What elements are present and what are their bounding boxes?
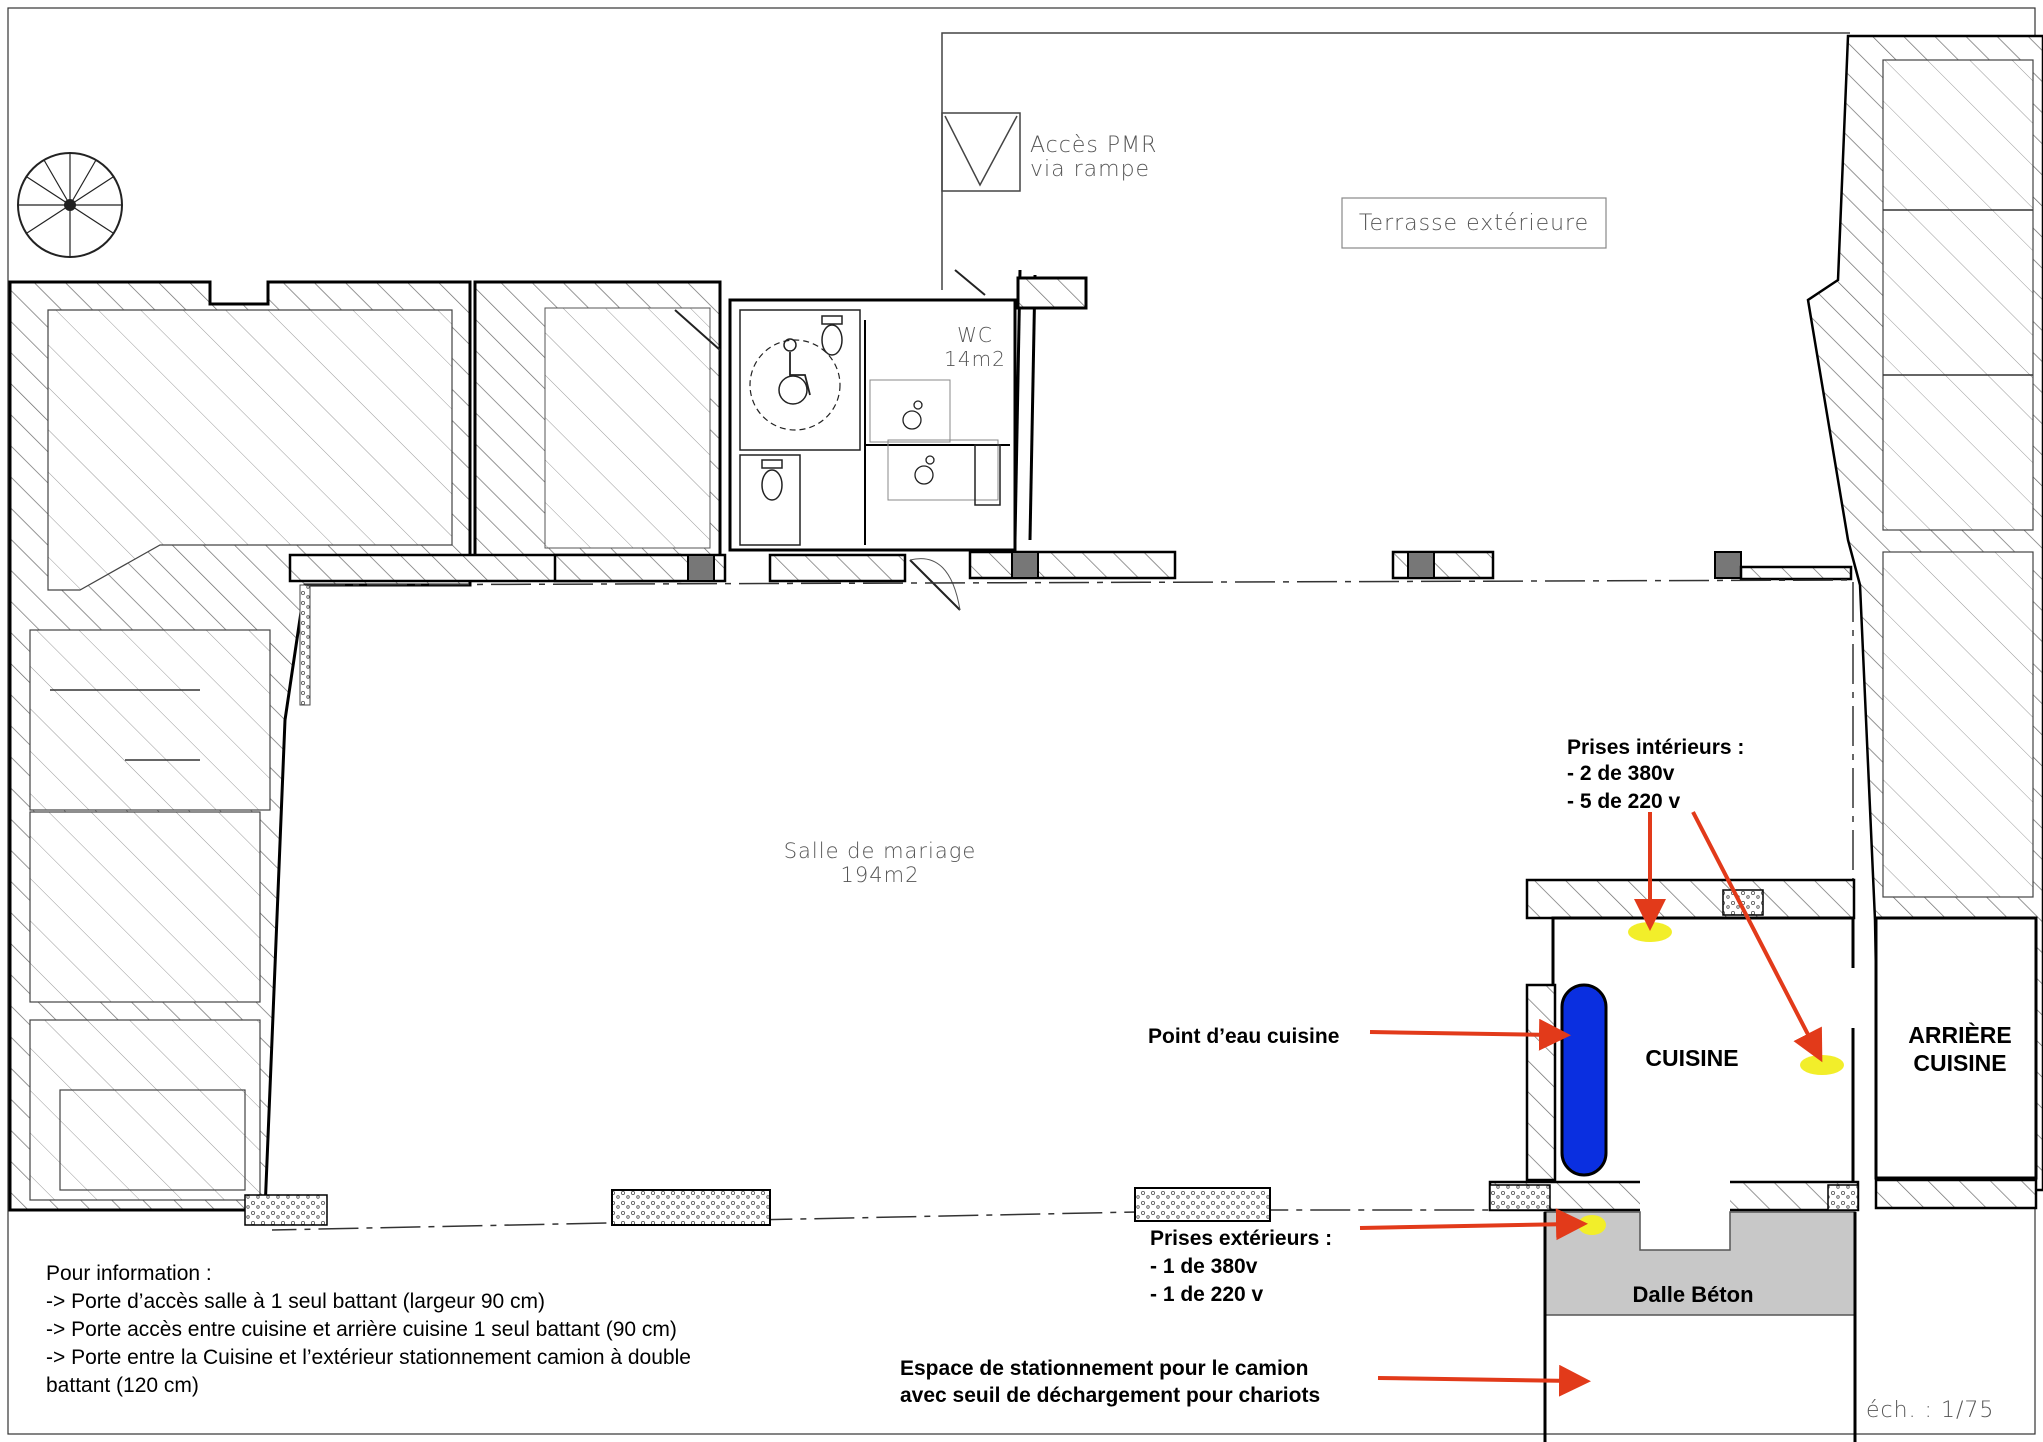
toilet-icon (761, 315, 843, 501)
dalle-label: Dalle Béton (1632, 1282, 1753, 1307)
prises-ext-line1: - 1 de 380v (1150, 1255, 1258, 1278)
wall-segment (1016, 276, 1088, 310)
scale-label: éch. : 1/75 (1866, 1398, 1994, 1423)
terrace-label-box (1341, 197, 1607, 249)
kitchen-sink (1560, 983, 1608, 1177)
prises-int-line1: - 2 de 380v (1567, 762, 1675, 785)
hall-outline (271, 579, 1854, 1231)
arrow-point-eau (1369, 1018, 1571, 1051)
salle-label-line2: 194m2 (841, 863, 920, 887)
info-line2: -> Porte accès entre cuisine et arrière … (46, 1318, 677, 1341)
arrow-parking (1377, 1364, 1591, 1397)
info-line4: battant (120 cm) (46, 1374, 199, 1397)
outlet-marker (1628, 922, 1672, 942)
wall-segment (611, 1189, 771, 1226)
wc-label-line1: WC (957, 323, 993, 347)
prises-int-line2: - 5 de 220 v (1567, 790, 1681, 813)
arrow-prises-int-2 (1691, 811, 1823, 1063)
terrace-outline (941, 32, 1850, 290)
left-wing (8, 280, 722, 1212)
arriere-cuisine-label-line1: ARRIÈRE (1908, 1021, 2012, 1048)
wc-block (728, 269, 1037, 552)
parking-label-line2: avec seuil de déchargement pour chariots (900, 1384, 1320, 1407)
wall-segment (244, 1194, 328, 1226)
pmr-label-line2: via rampe (1030, 157, 1150, 182)
prises-ext-line2: - 1 de 220 v (1150, 1283, 1264, 1306)
cuisine-label: CUISINE (1645, 1045, 1738, 1071)
wheelchair-icon (778, 338, 935, 485)
wall-segment (1134, 1187, 1271, 1222)
arrow-prises-ext (1359, 1208, 1588, 1241)
spiral-staircase-icon (17, 152, 123, 258)
right-wing (1806, 34, 2043, 1192)
hall-top-wall (288, 550, 1853, 583)
door-swing-icon (674, 269, 986, 611)
pmr-label-line1: Accès PMR (1030, 133, 1157, 158)
outlet-marker (1578, 1215, 1606, 1235)
wc-label-line2: 14m2 (944, 347, 1006, 371)
terrace-label: Terrasse extérieure (1359, 211, 1589, 236)
point-eau-label: Point d’eau cuisine (1148, 1025, 1339, 1048)
prises-ext-title: Prises extérieurs : (1150, 1227, 1332, 1250)
salle-label-line1: Salle de mariage (784, 839, 977, 863)
outlet-marker (1800, 1055, 1844, 1075)
info-line1: -> Porte d’accès salle à 1 seul battant … (46, 1290, 545, 1313)
ramp-icon (941, 112, 1021, 192)
info-line3: -> Porte entre la Cuisine et l’extérieur… (46, 1346, 691, 1369)
parking-label-line1: Espace de stationnement pour le camion (900, 1357, 1308, 1380)
info-title: Pour information : (46, 1262, 212, 1285)
concrete-slab (1543, 1211, 1857, 1442)
prises-int-title: Prises intérieurs : (1567, 736, 1744, 759)
arriere-cuisine-label-line2: CUISINE (1913, 1050, 2006, 1076)
